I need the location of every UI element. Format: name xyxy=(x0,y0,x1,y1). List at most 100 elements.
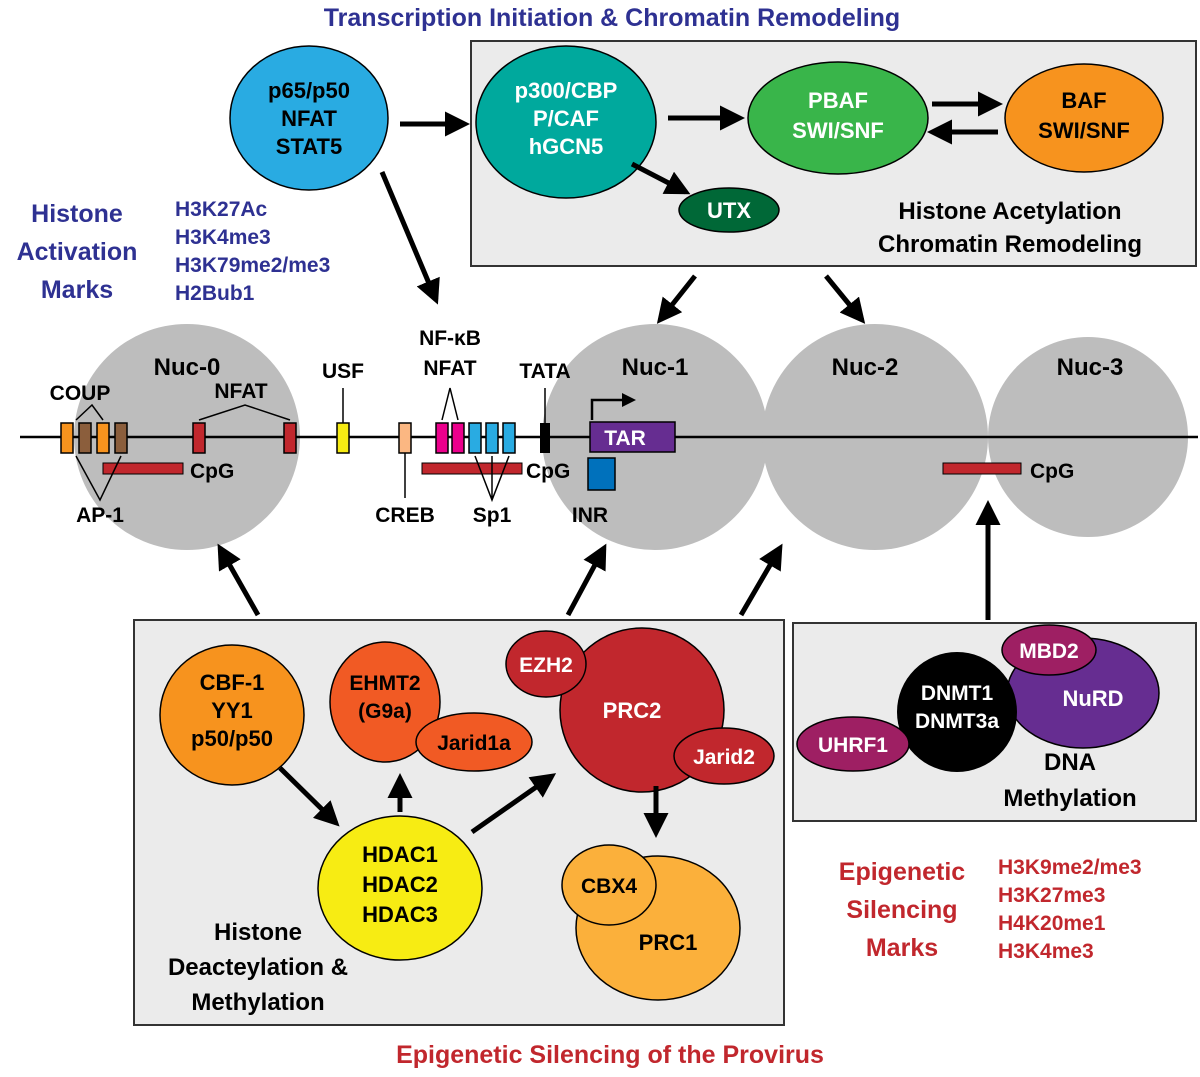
usf-site xyxy=(336,422,350,454)
dnmt-label-2: DNMT3a xyxy=(915,710,999,733)
tata-box xyxy=(540,423,550,453)
silencing-heading-1: Epigenetic xyxy=(839,858,966,886)
nucleosome-1-label: Nuc-1 xyxy=(622,354,689,381)
coup-site-4 xyxy=(114,422,128,454)
cbx4-complex: CBX4 xyxy=(561,844,657,926)
tf-label-1: p65/p50 xyxy=(268,78,350,103)
cpg-bar-2 xyxy=(421,462,523,475)
activation-heading-2: Activation xyxy=(17,238,138,266)
silencing-box-label-3: Methylation xyxy=(191,989,324,1016)
hat-label-3: hGCN5 xyxy=(529,134,604,159)
utx-complex: UTX xyxy=(678,187,780,233)
arrow-hat-to-utx xyxy=(630,161,691,195)
mbd2-label: MBD2 xyxy=(1019,640,1079,663)
sp1-site-3 xyxy=(502,422,516,454)
arrow-silencing-to-nuc2 xyxy=(738,543,783,617)
cbf-label-3: p50/p50 xyxy=(191,726,273,751)
nucleosome-0-label: Nuc-0 xyxy=(154,354,221,381)
nfkb-label-2: NFAT xyxy=(423,357,476,380)
acetylation-label-1: Histone Acetylation xyxy=(898,198,1121,225)
arrow-to-nuc1 xyxy=(656,274,697,324)
silencing-mark-2: H3K27me3 xyxy=(998,884,1105,907)
tar-label: TAR xyxy=(604,427,646,450)
tss-arrowhead xyxy=(622,393,636,407)
arrow-cbf-to-hdac xyxy=(278,766,340,827)
cpg-label-3: CpG xyxy=(1030,460,1074,483)
nfat-site-2 xyxy=(283,422,297,454)
coup-site-2 xyxy=(78,422,92,454)
cbf-label-1: CBF-1 xyxy=(200,670,265,695)
arrow-to-nuc0 xyxy=(217,543,261,617)
mbd2-complex: MBD2 xyxy=(1001,624,1097,676)
inr-label: INR xyxy=(572,504,608,527)
inr-element xyxy=(587,457,616,491)
baf-label-2: SWI/SNF xyxy=(1038,118,1130,143)
uhrf1-complex: UHRF1 xyxy=(796,716,910,772)
ap1-bracket xyxy=(75,455,122,502)
sp1-site-2 xyxy=(485,422,499,454)
tata-label: TATA xyxy=(519,360,570,383)
cbx4-label: CBX4 xyxy=(581,875,637,898)
ehmt2-label-1: EHMT2 xyxy=(349,672,420,695)
hdac-label-1: HDAC1 xyxy=(362,842,438,867)
hdac-complex: HDAC1 HDAC2 HDAC3 xyxy=(317,815,483,961)
cpg-label-1: CpG xyxy=(190,460,234,483)
ezh2-label: EZH2 xyxy=(519,654,573,677)
nucleosome-3-label: Nuc-3 xyxy=(1057,354,1124,381)
activation-heading-1: Histone xyxy=(31,200,123,228)
jarid2-label: Jarid2 xyxy=(693,746,755,769)
creb-site xyxy=(398,422,412,454)
coup-label: COUP xyxy=(50,382,111,405)
baf-complex: BAF SWI/SNF xyxy=(1004,63,1164,173)
sp1-site-1 xyxy=(468,422,482,454)
tf-label-2: NFAT xyxy=(281,106,337,131)
hdac-label-3: HDAC3 xyxy=(362,902,438,927)
utx-label: UTX xyxy=(707,198,751,223)
nfkb-label-1: NF-κB xyxy=(419,327,481,350)
cpg-bar-3 xyxy=(942,462,1022,475)
baf-label-1: BAF xyxy=(1061,88,1106,113)
cbf-complex: CBF-1 YY1 p50/p50 xyxy=(159,644,305,786)
silencing-mark-3: H4K20me1 xyxy=(998,912,1106,935)
tf-complex: p65/p50 NFAT STAT5 xyxy=(229,45,389,191)
pbaf-label-2: SWI/SNF xyxy=(792,118,884,143)
activation-mark-1: H3K27Ac xyxy=(175,198,268,221)
activation-heading-3: Marks xyxy=(41,276,113,304)
hat-label-1: p300/CBP xyxy=(515,78,618,103)
prc1-label: PRC1 xyxy=(639,930,698,955)
usf-label: USF xyxy=(322,360,364,383)
ap1-label: AP-1 xyxy=(76,504,124,527)
creb-label: CREB xyxy=(375,504,435,527)
jarid1a-complex: Jarid1a xyxy=(415,712,533,772)
nfkb-bracket xyxy=(441,387,459,421)
jarid2-complex: Jarid2 xyxy=(673,727,775,785)
activation-mark-2: H3K4me3 xyxy=(175,226,271,249)
arrow-to-nuc2 xyxy=(824,274,866,324)
coup-site-3 xyxy=(96,422,110,454)
silencing-box-label-2: Deacteylation & xyxy=(168,954,348,981)
dnmt-complex: DNMT1 DNMT3a xyxy=(897,652,1017,772)
cbf-label-2: YY1 xyxy=(211,698,253,723)
ehmt2-label-2: (G9a) xyxy=(358,700,412,723)
nurd-label: NuRD xyxy=(1062,686,1123,711)
nfat-bracket xyxy=(198,404,291,421)
tf-label-3: STAT5 xyxy=(276,134,342,159)
silencing-mark-4: H3K4me3 xyxy=(998,940,1094,963)
top-title: Transcription Initiation & Chromatin Rem… xyxy=(324,4,900,32)
dnmt-label-1: DNMT1 xyxy=(921,682,994,705)
nfkb-site-1 xyxy=(435,422,449,454)
jarid1a-label: Jarid1a xyxy=(437,732,511,755)
sp1-bracket xyxy=(474,455,510,503)
pbaf-label-1: PBAF xyxy=(808,88,868,113)
pbaf-complex: PBAF SWI/SNF xyxy=(747,61,929,175)
arrow-tf-to-promoter xyxy=(379,171,440,305)
ezh2-complex: EZH2 xyxy=(505,630,587,698)
sp1-label: Sp1 xyxy=(473,504,512,527)
silencing-mark-1: H3K9me2/me3 xyxy=(998,856,1142,879)
cpg-bar-1 xyxy=(102,462,184,475)
activation-mark-3: H3K79me2/me3 xyxy=(175,254,330,277)
dna-methylation-label-1: DNA xyxy=(1044,749,1096,776)
tar-element xyxy=(589,421,676,453)
activation-mark-4: H2Bub1 xyxy=(175,282,255,305)
